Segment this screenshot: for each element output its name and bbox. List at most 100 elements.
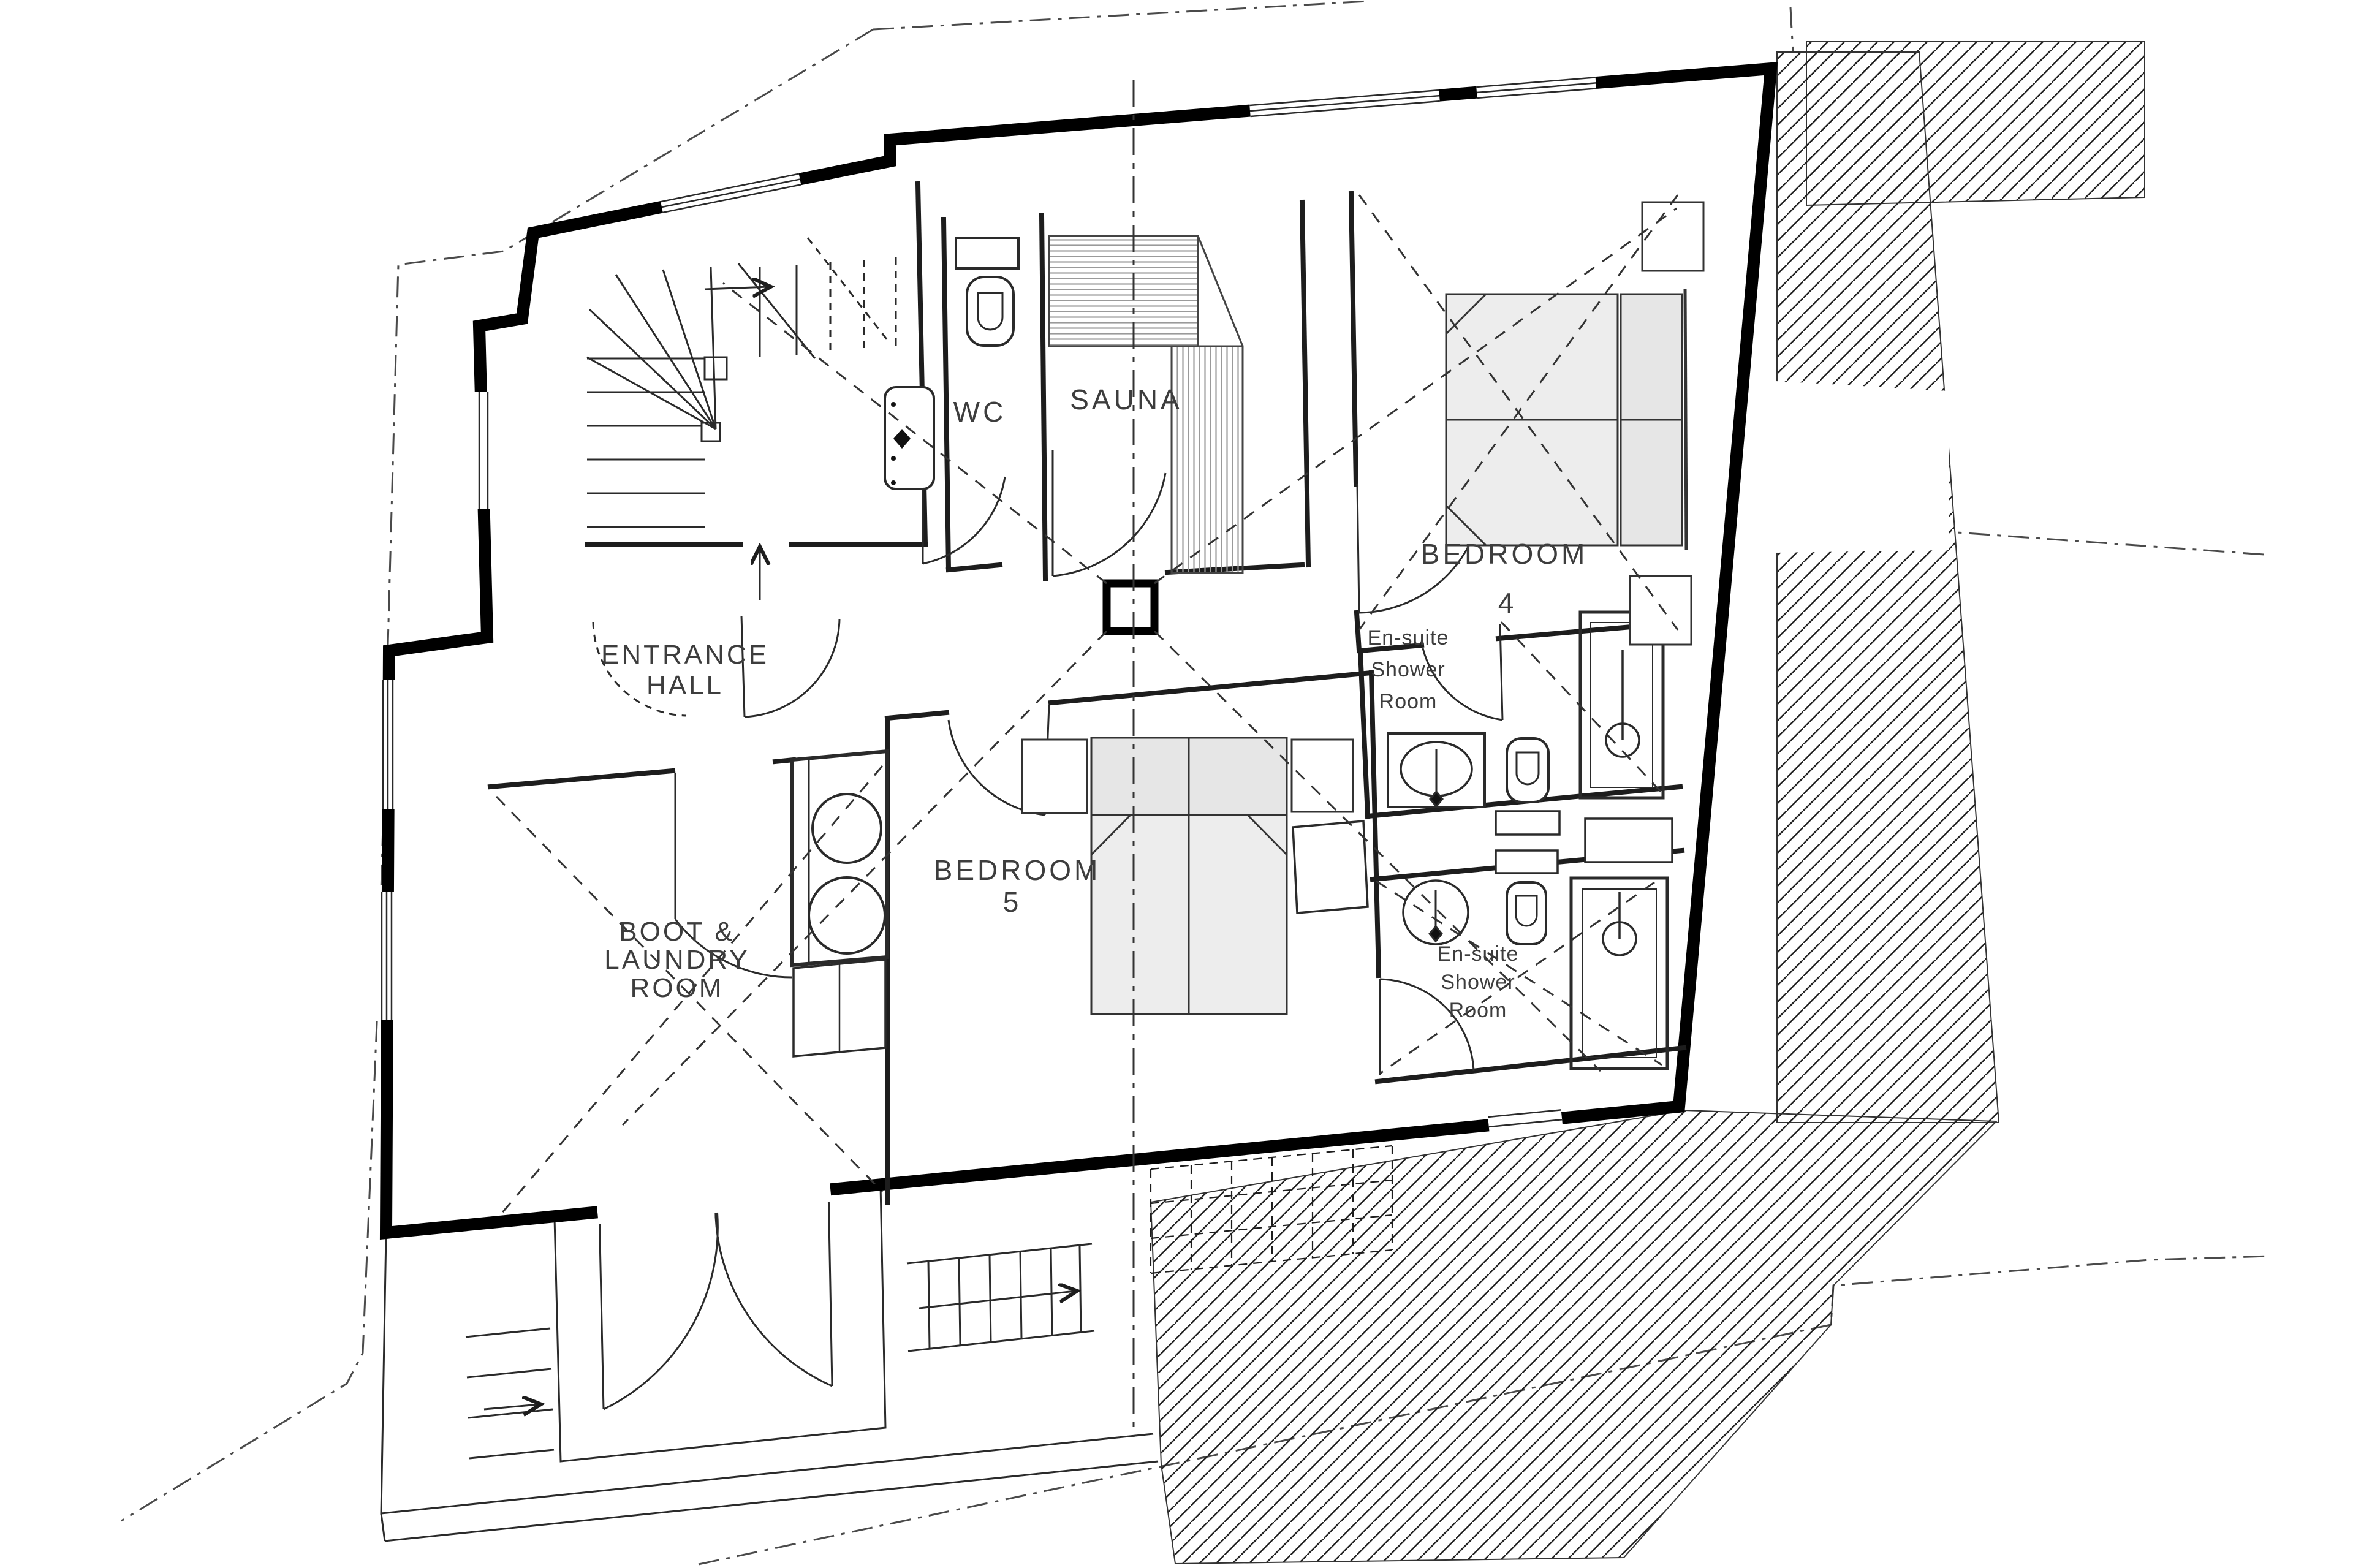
hatch-notch (1776, 381, 1949, 553)
site-boundary-north (873, 0, 1368, 31)
roof-line-nw (722, 282, 1107, 585)
window-south (1487, 1104, 1563, 1133)
window-west-3 (474, 392, 493, 509)
porch-steps (465, 1327, 555, 1460)
bed4-pillow-1 (1620, 293, 1683, 421)
stair-newel-2 (700, 422, 721, 442)
wc-toilet-bowl (977, 292, 1004, 331)
room-label-bedroom5-number: 5 (1003, 886, 1022, 918)
bed4-nightstand-1 (1641, 201, 1705, 272)
exterior-stair-treads (927, 1246, 1082, 1349)
roof-x-ensuite2 (1376, 880, 1662, 1075)
roof-line-ne (1154, 207, 1677, 585)
window-west-2 (376, 892, 397, 1020)
room-label-ensuite1-1: En-suite (1368, 626, 1449, 650)
window-north-2 (1476, 72, 1597, 104)
dryer-icon (808, 876, 886, 955)
sauna-bench-top (1048, 235, 1199, 347)
room-label-ensuite2-2: Shower (1441, 971, 1515, 994)
wall-wc-sauna (1039, 213, 1048, 582)
door-bedroom4 (1356, 483, 1472, 614)
site-boundary-northeast (1789, 7, 1794, 53)
wall-ensuite1-left (1357, 648, 1371, 819)
basin-tap-icon (893, 429, 911, 449)
french-door-leaves (598, 1187, 833, 1410)
room-label-entrance-2: HALL (646, 670, 724, 700)
doors (592, 450, 1504, 1075)
room-label-ensuite2-3: Room (1449, 999, 1507, 1022)
exterior-stair-arrow (919, 1291, 1075, 1309)
stair-break-line-dashed (806, 237, 891, 344)
neighbor-hatch (1150, 41, 2145, 1565)
terrace-grid (1150, 1145, 1393, 1274)
window-stair (659, 168, 803, 218)
hatch-block-east (1776, 51, 2000, 1123)
roof-dashed-lines (495, 194, 1679, 1219)
wc-toilet-icon (966, 276, 1015, 347)
windows (376, 72, 1597, 1224)
bedroom5-wardrobe (1292, 820, 1369, 914)
mid-cupboard-2 (1495, 849, 1559, 874)
bed-bedroom4 (1445, 201, 1705, 646)
door-sauna (1051, 450, 1167, 577)
porch-enclosure (553, 1184, 887, 1463)
room-label-bedroom4-number: 4 (1498, 587, 1517, 619)
room-label-bedroom4: BEDROOM (1421, 538, 1588, 570)
ensuite1-toilet-icon (1506, 737, 1550, 803)
french-door-arcs (603, 1198, 833, 1411)
roof-x-boot-room (495, 765, 884, 1219)
wall-lobby-wc (941, 216, 952, 573)
room-label-ensuite2-1: En-suite (1438, 942, 1519, 966)
stair-arrow-top (704, 287, 769, 289)
fixtures (790, 237, 1673, 1070)
bed4-nightstand-2 (1629, 575, 1692, 646)
wall-bedroom5-right (1368, 670, 1382, 979)
chimney (1102, 579, 1159, 635)
roof-line-se (1153, 630, 1602, 1072)
bed5-nightstand-1 (1021, 738, 1088, 814)
room-label-boot-2: LAUNDRY (604, 945, 749, 975)
porch-steps-arrow (483, 1404, 539, 1409)
window-north-1 (1249, 85, 1441, 122)
stair-treads-lower (587, 357, 705, 528)
mid-cupboard-1 (1495, 810, 1561, 836)
wall-bedroom4-left (1348, 191, 1362, 654)
ensuite2-toilet-icon (1506, 881, 1547, 945)
bed4-headboard (1683, 289, 1688, 551)
bed4-pillow-2 (1620, 419, 1683, 547)
stair-break-line (737, 263, 816, 359)
staircase (586, 237, 897, 600)
room-label-bedroom5: BEDROOM (934, 854, 1101, 886)
room-label-sauna: SAUNA (1070, 384, 1182, 415)
mid-cupboard-3 (1584, 817, 1673, 863)
site-boundary-west (121, 28, 874, 1522)
room-label-entrance-1: ENTRANCE (601, 640, 769, 670)
room-label-ensuite1-2: Shower (1371, 658, 1445, 681)
door-entrance-dashed (592, 621, 687, 717)
bed4-fold-corners (1445, 293, 1487, 547)
wall-sauna-right (1299, 199, 1311, 568)
sauna-bench-corner (1197, 235, 1244, 347)
room-labels: WC SAUNA BEDROOM 4 ENTRANCE HALL BEDROOM… (601, 384, 1588, 1022)
window-west-1 (377, 680, 398, 809)
sauna-benches (1048, 235, 1244, 574)
door-stair-hall (740, 615, 841, 718)
roof-x-bedroom4 (1358, 194, 1679, 631)
hatch-block-south (1150, 1109, 1998, 1565)
roof-line-ensuite1 (1500, 621, 1665, 797)
bed5-fold-corners (1090, 814, 1288, 856)
door-ensuite2 (1379, 978, 1475, 1075)
exterior-stair-stringers (906, 1243, 1095, 1352)
porch-walkway-edge (380, 1234, 1159, 1542)
doorway-south-french (596, 1176, 832, 1224)
stair-treads-above-break (829, 257, 897, 354)
ensuite1-tap (1429, 749, 1444, 808)
roof-line-sw (621, 630, 1108, 1126)
sauna-bench-side (1170, 345, 1244, 574)
laundry-closet (790, 749, 889, 968)
room-label-boot-3: ROOM (631, 973, 724, 1003)
ensuite2-shower (1569, 876, 1669, 1070)
wc-cistern-icon (955, 237, 1020, 270)
stair-winders (586, 267, 717, 430)
